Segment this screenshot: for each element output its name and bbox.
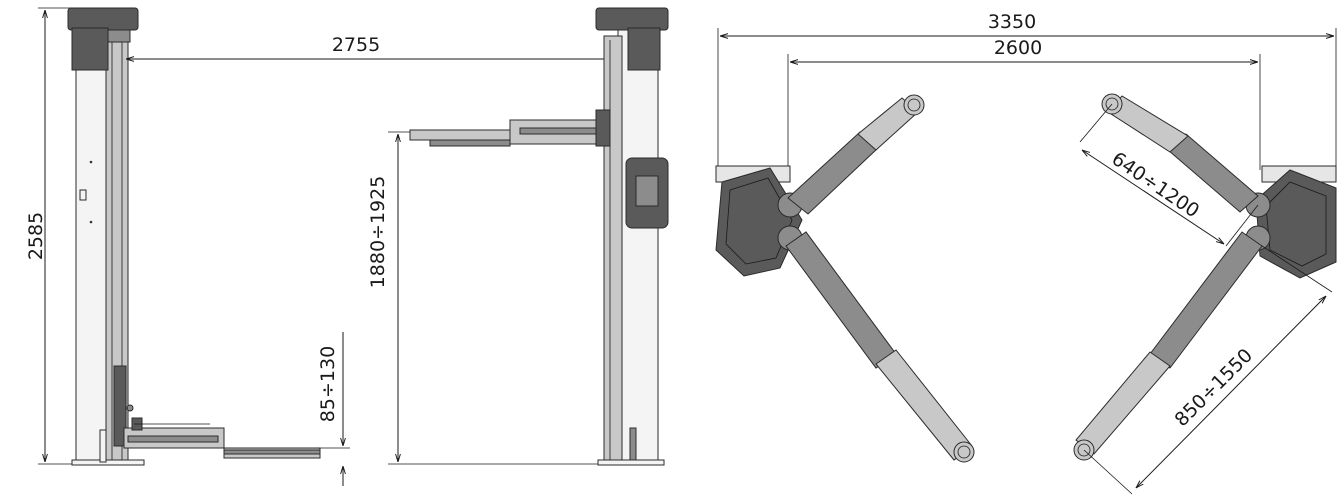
overall-width-label: 3350 xyxy=(988,11,1036,33)
left-long-arm xyxy=(785,231,975,463)
height-dimension: 2585 xyxy=(25,7,80,465)
overall-width-dimension: 3350 xyxy=(717,11,1337,170)
side-view: 2585 xyxy=(25,7,669,486)
top-view: 3350 2600 xyxy=(715,11,1337,495)
raised-arm-assembly xyxy=(409,109,611,147)
column-spacing-dimension: 2600 xyxy=(787,37,1261,170)
width-dimension: 2755 xyxy=(126,34,614,59)
right-post-top xyxy=(1245,165,1337,279)
left-short-arm xyxy=(787,94,925,215)
left-column xyxy=(67,7,139,463)
height-label: 2585 xyxy=(25,212,47,260)
lift-height-dimension: 1880÷1925 xyxy=(367,131,600,465)
left-arm-assembly xyxy=(123,417,321,459)
width-label: 2755 xyxy=(332,34,380,56)
pad-height-dimension: 85÷130 xyxy=(317,332,350,486)
lift-height-label: 1880÷1925 xyxy=(367,176,389,289)
right-long-arm xyxy=(1073,231,1263,461)
right-column xyxy=(595,7,669,466)
column-spacing-label: 2600 xyxy=(994,37,1042,59)
left-post-top xyxy=(715,165,803,277)
long-arm-label: 850÷1550 xyxy=(1170,344,1257,431)
pad-height-label: 85÷130 xyxy=(317,346,339,422)
